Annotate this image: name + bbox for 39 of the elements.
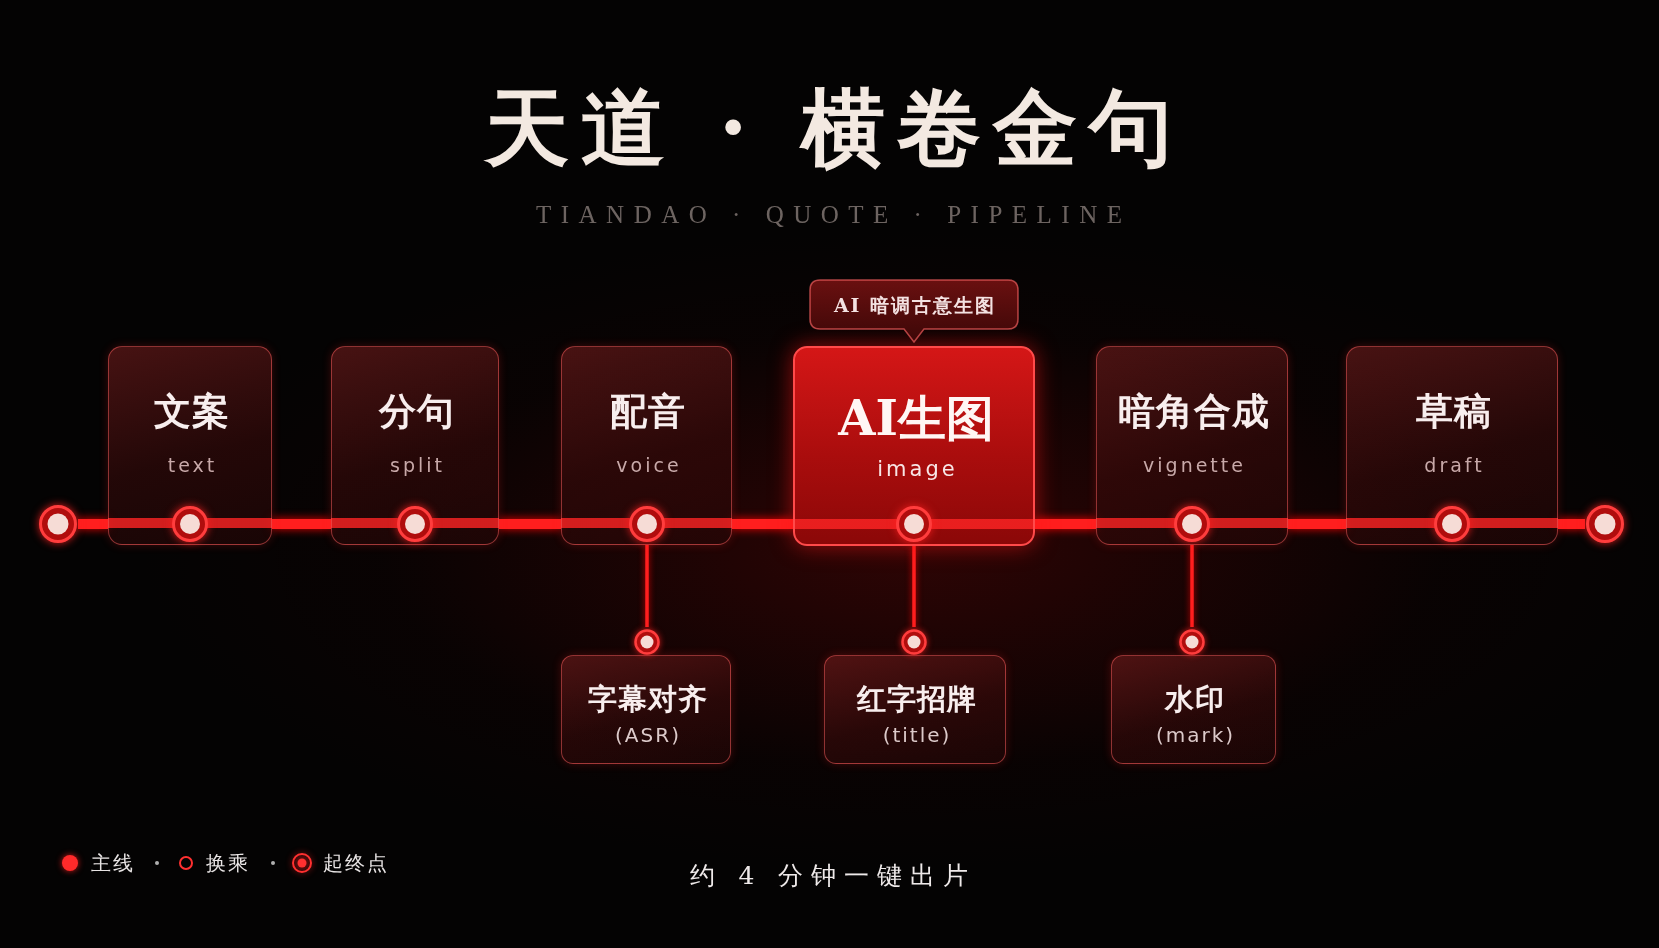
branch-label: (title) <box>881 722 952 748</box>
subtitle: TIANDAO · QUOTE · PIPELINE <box>534 199 1132 230</box>
step-box <box>561 346 732 545</box>
connector-line <box>912 546 916 627</box>
connector-line <box>645 545 649 627</box>
step-label: text <box>166 453 218 477</box>
step-label: split <box>389 453 445 477</box>
step-title: 配音 <box>609 388 686 434</box>
branch-label: (mark) <box>1154 722 1236 748</box>
timeline-line <box>78 519 108 529</box>
branch-title: 水印 <box>1164 681 1225 717</box>
step-box <box>793 346 1035 546</box>
callout-text: AI 暗调古意生图 <box>832 293 997 317</box>
branch-title: 字幕对齐 <box>586 681 708 717</box>
legend-label: 主线 <box>91 850 135 876</box>
step-title: 草稿 <box>1414 388 1492 434</box>
endpoint-dot <box>38 504 78 544</box>
step-box <box>1346 346 1558 545</box>
legend-label: 换乘 <box>206 850 250 876</box>
step-box <box>108 346 272 545</box>
title: 天道 · 横卷金句 <box>483 76 1185 179</box>
caption: 约 4 分钟一键出片 <box>688 859 977 891</box>
step-label: voice <box>615 453 682 477</box>
endpoint-dot <box>1585 504 1625 544</box>
step-title: 分句 <box>377 388 455 434</box>
step-label: vignette <box>1142 453 1246 477</box>
step-box <box>331 346 499 545</box>
legend-label: 起终点 <box>323 850 389 876</box>
step-title: AI生图 <box>838 389 994 448</box>
step-title: 暗角合成 <box>1116 388 1270 434</box>
step-box <box>1096 346 1288 545</box>
step-label: image <box>876 456 958 482</box>
step-label: draft <box>1423 453 1485 477</box>
branch-title: 红字招牌 <box>855 681 977 717</box>
connector-line <box>1190 545 1194 627</box>
branch-label: (ASR) <box>614 722 681 748</box>
callout-bubble <box>809 279 1019 343</box>
step-title: 文案 <box>152 388 230 434</box>
timeline-line <box>1558 519 1585 529</box>
